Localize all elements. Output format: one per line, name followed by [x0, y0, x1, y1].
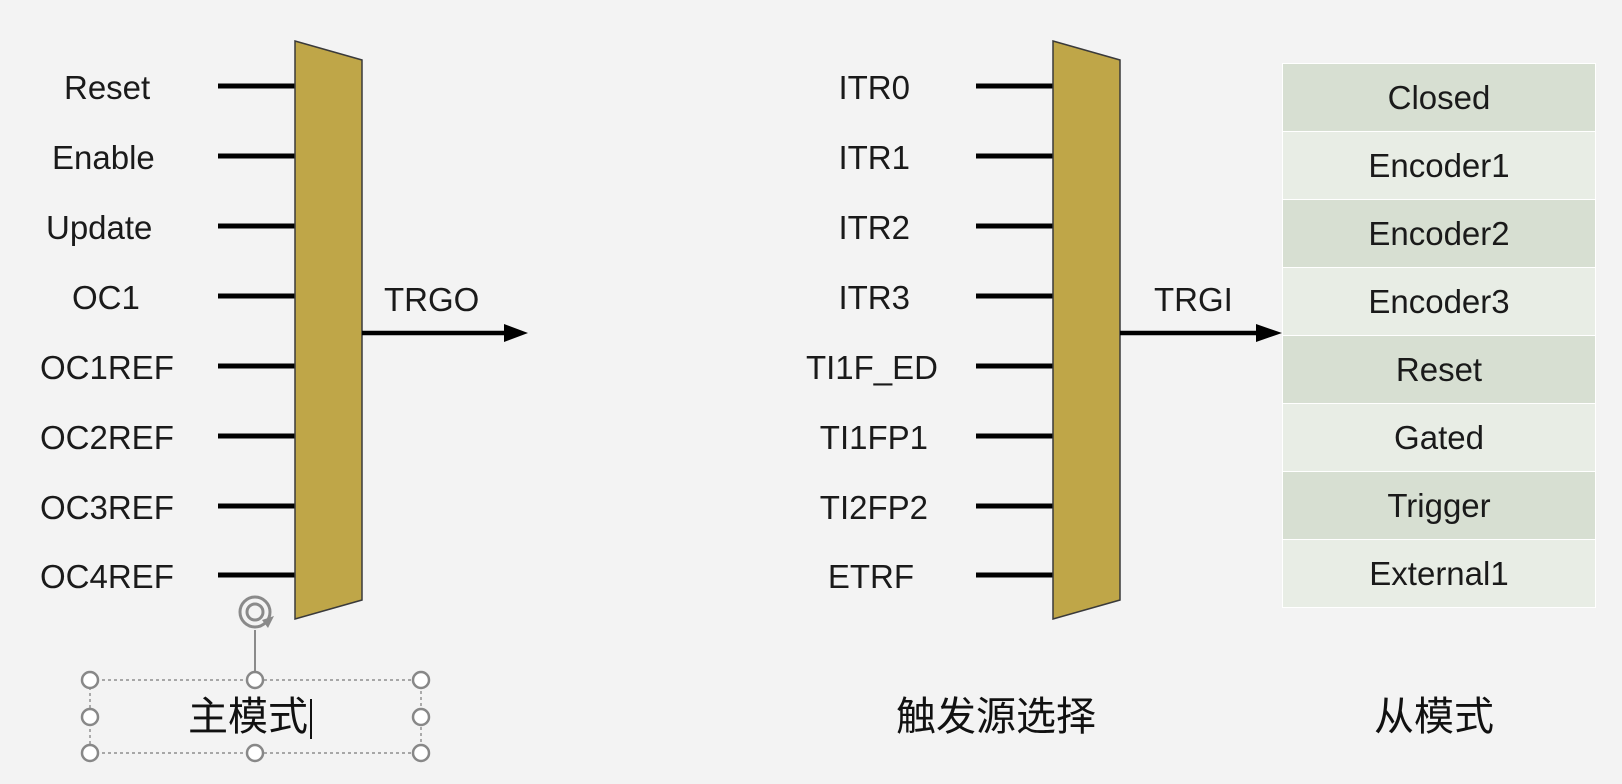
- master-input-label: Enable: [52, 139, 155, 176]
- slave-mode-cell[interactable]: External1: [1282, 539, 1596, 608]
- caption-selection-frame[interactable]: [80, 595, 431, 763]
- slave-mode-cell[interactable]: Closed: [1282, 63, 1596, 132]
- master-input-label: OC1REF: [40, 349, 174, 386]
- rotate-handle-icon[interactable]: [238, 595, 274, 629]
- slave-mode-row[interactable]: Gated: [1282, 403, 1596, 472]
- slave-mode-cell[interactable]: Trigger: [1282, 471, 1596, 540]
- slave-mode-caption: 从模式: [1374, 694, 1494, 740]
- slave-mode-row[interactable]: Encoder2: [1282, 199, 1596, 268]
- trigger-source-caption: 触发源选择: [896, 694, 1096, 740]
- trigger-input-label: ITR1: [838, 139, 910, 176]
- slave-mode-row[interactable]: External1: [1282, 539, 1596, 608]
- master-mode-caption-text: 主模式: [188, 694, 308, 740]
- master-mux-group: [218, 40, 528, 620]
- resize-handle-s[interactable]: [245, 743, 265, 763]
- slave-mode-table: Closed Encoder1 Encoder2 Encoder3 Reset …: [1282, 63, 1596, 608]
- slave-mode-cell[interactable]: Encoder3: [1282, 267, 1596, 336]
- slave-mode-row[interactable]: Closed: [1282, 63, 1596, 132]
- resize-handle-se[interactable]: [411, 743, 431, 763]
- master-input-label: Update: [46, 209, 153, 246]
- slave-mode-row[interactable]: Reset: [1282, 335, 1596, 404]
- master-input-label: OC1: [72, 279, 140, 316]
- trigger-input-label: ITR2: [838, 209, 910, 246]
- slave-mode-cell[interactable]: Encoder1: [1282, 131, 1596, 200]
- trigger-input-label: TI1FP1: [819, 419, 928, 456]
- master-input-label: OC3REF: [40, 489, 174, 526]
- trigger-mux: [1052, 40, 1121, 620]
- trigger-input-label: ETRF: [827, 558, 914, 595]
- resize-handle-e[interactable]: [411, 707, 431, 727]
- resize-handle-nw[interactable]: [80, 670, 100, 690]
- trigger-input-label: TI1F_ED: [805, 349, 938, 386]
- slave-mode-cell[interactable]: Gated: [1282, 403, 1596, 472]
- text-cursor: [310, 699, 312, 739]
- trigger-mux-group: [976, 40, 1282, 620]
- resize-handle-sw[interactable]: [80, 743, 100, 763]
- slave-mode-cell[interactable]: Encoder2: [1282, 199, 1596, 268]
- resize-handle-ne[interactable]: [411, 670, 431, 690]
- master-mode-caption[interactable]: 主模式: [188, 693, 312, 741]
- resize-handle-w[interactable]: [80, 707, 100, 727]
- trgo-arrowhead: [504, 324, 528, 342]
- slave-mode-row[interactable]: Trigger: [1282, 471, 1596, 540]
- trigger-input-label: ITR0: [838, 69, 910, 106]
- resize-handle-n[interactable]: [245, 670, 265, 690]
- slave-mode-row[interactable]: Encoder1: [1282, 131, 1596, 200]
- master-input-label: Reset: [64, 69, 151, 106]
- trigger-input-label: TI2FP2: [819, 489, 928, 526]
- trigger-input-label: ITR3: [838, 279, 910, 316]
- slave-mode-row[interactable]: Encoder3: [1282, 267, 1596, 336]
- master-mux: [294, 40, 363, 620]
- trgi-arrowhead: [1256, 324, 1282, 342]
- trgi-label: TRGI: [1154, 281, 1233, 318]
- master-input-label: OC2REF: [40, 419, 174, 456]
- slave-mode-cell[interactable]: Reset: [1282, 335, 1596, 404]
- trgo-label: TRGO: [384, 281, 480, 318]
- master-input-label: OC4REF: [40, 558, 174, 595]
